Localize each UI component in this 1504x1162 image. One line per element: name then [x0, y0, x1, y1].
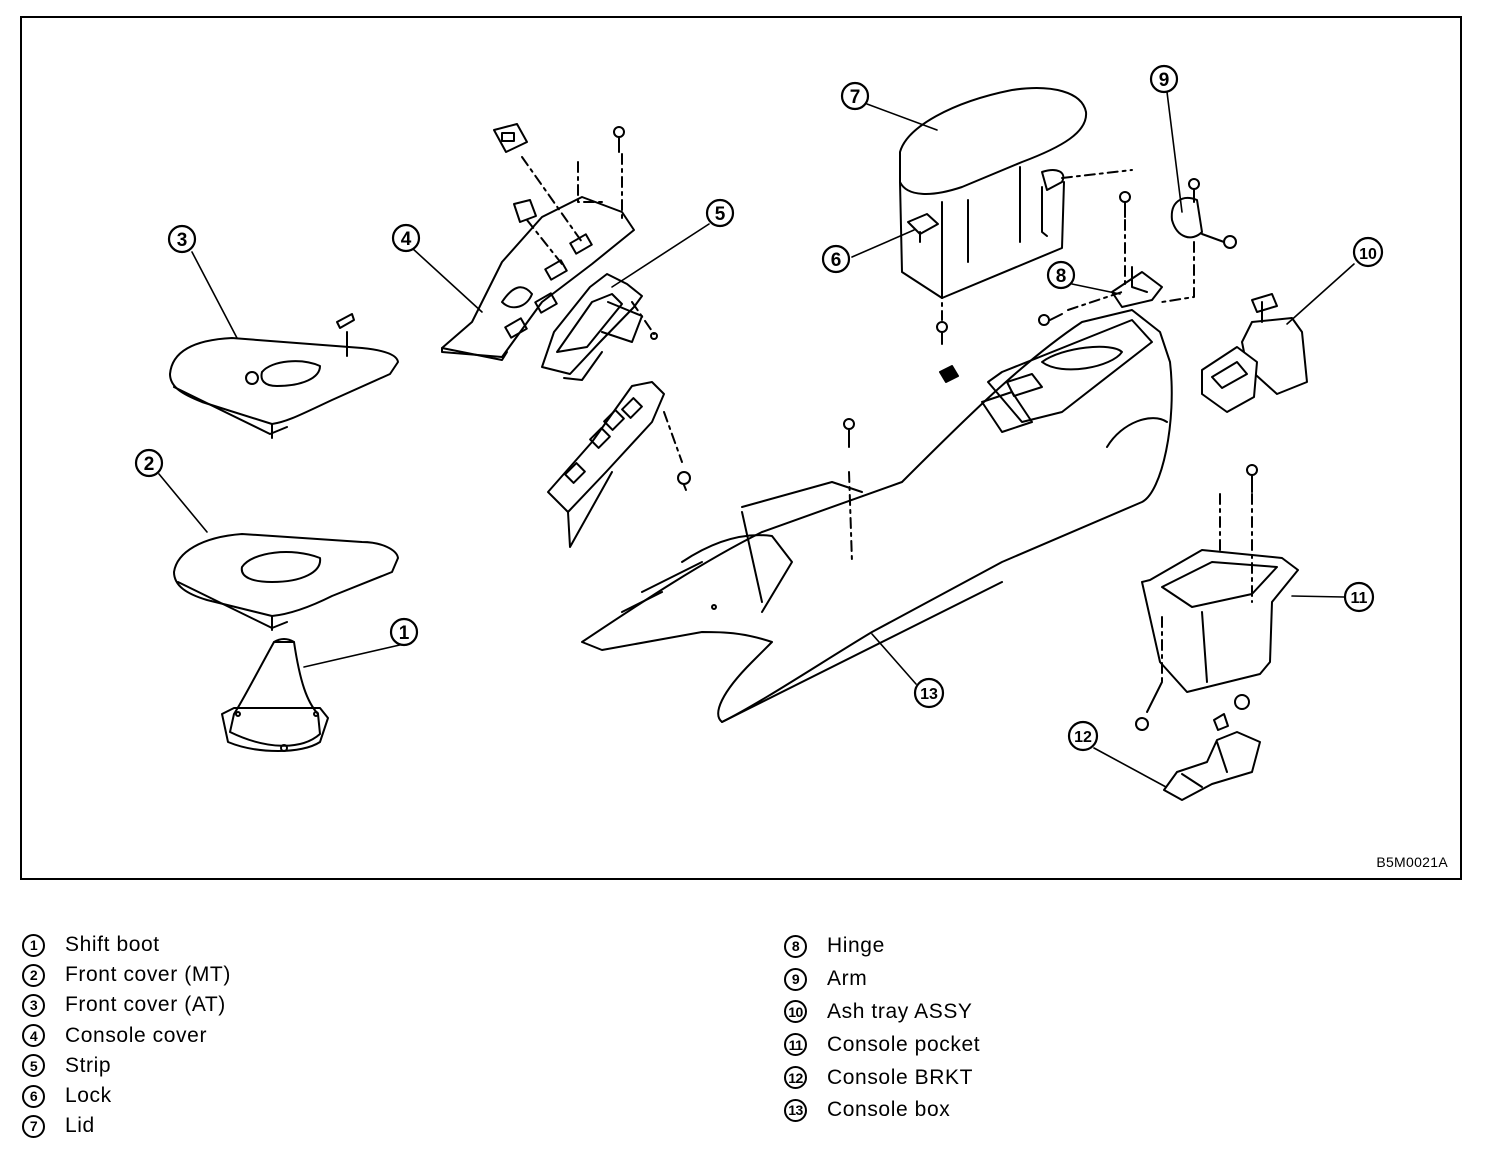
legend-label: Lid: [65, 1114, 95, 1138]
front-cover-at-part: [169, 313, 399, 439]
legend-number: 6: [22, 1084, 45, 1108]
legend-right: 8 Hinge 9 Arm 10 Ash tray ASSY 11 Console pocke…: [784, 930, 980, 1127]
legend-number: 13: [784, 1098, 807, 1122]
console-brkt-part: [1163, 694, 1261, 801]
callout-3: 3: [167, 224, 197, 254]
diagram-drawing: 1 2 3 4 5 6 7 8 9 10 11 12 13: [134, 64, 1384, 801]
callout-2: 2: [134, 448, 164, 478]
legend-number: 9: [784, 967, 807, 991]
console-pocket-part: [1135, 464, 1299, 731]
legend-item: 6 Lock: [22, 1081, 231, 1111]
callout-markers: 1 2 3 4 5 6 7 8 9 10 11 12 13: [134, 64, 1384, 752]
callout-9-label: 9: [1159, 70, 1170, 91]
callout-10: 10: [1352, 236, 1384, 268]
shift-boot-part: [221, 638, 329, 752]
legend-label: Strip: [65, 1053, 112, 1077]
legend-label: Console BRKT: [827, 1065, 974, 1089]
legend-item: 8 Hinge: [784, 930, 980, 963]
legend-item: 2 Front cover (MT): [22, 960, 231, 990]
console-box-part: [581, 309, 1173, 723]
legend-number: 3: [22, 993, 45, 1017]
legend-item: 11 Console pocket: [784, 1028, 980, 1061]
legend-left: 1 Shift boot 2 Front cover (MT) 3 Front cover…: [22, 930, 231, 1141]
callout-4: 4: [391, 223, 421, 253]
hinge-arm-part: [1038, 178, 1237, 326]
ash-tray-part: [1201, 293, 1308, 413]
callout-11-label: 11: [1351, 590, 1368, 607]
legend-label: Front cover (AT): [65, 993, 226, 1017]
callout-2-label: 2: [144, 454, 155, 475]
callout-8: 8: [1046, 260, 1076, 290]
callout-12-label: 12: [1074, 729, 1092, 746]
callout-5-label: 5: [715, 204, 726, 225]
legend-number: 12: [784, 1066, 807, 1090]
legend-item: 4 Console cover: [22, 1021, 231, 1051]
legend-item: 9 Arm: [784, 963, 980, 996]
legend-label: Console pocket: [827, 1032, 981, 1056]
callout-7-label: 7: [850, 87, 861, 108]
legend-label: Lock: [65, 1084, 112, 1108]
legend-label: Console box: [827, 1098, 951, 1122]
legend-label: Arm: [827, 967, 868, 991]
callout-11: 11: [1343, 581, 1375, 613]
legend-number: 2: [22, 963, 45, 987]
legend-number: 8: [784, 934, 807, 958]
lid-part: [899, 87, 1133, 299]
callout-6: 6: [821, 244, 851, 274]
legend-label: Ash tray ASSY: [827, 999, 973, 1023]
legend-item: 10 Ash tray ASSY: [784, 996, 980, 1029]
callout-1-label: 1: [399, 623, 410, 644]
strip-part: [541, 273, 658, 381]
lock-part: [907, 213, 959, 383]
front-cover-mt-part: [173, 533, 399, 631]
callout-6-label: 6: [831, 250, 842, 271]
callout-3-label: 3: [177, 230, 188, 251]
callout-8-label: 8: [1056, 266, 1067, 287]
legend-number: 1: [22, 933, 45, 957]
legend-item: 12 Console BRKT: [784, 1061, 980, 1094]
legend-label: Hinge: [827, 934, 885, 958]
callout-9: 9: [1149, 64, 1179, 94]
legend-number: 7: [22, 1114, 45, 1138]
legend-item: 1 Shift boot: [22, 930, 231, 960]
callout-7: 7: [840, 81, 870, 111]
console-cover-part: [441, 123, 635, 361]
callout-4-label: 4: [401, 229, 412, 250]
legend-label: Console cover: [65, 1023, 208, 1047]
figure-code: B5M0021A: [1376, 854, 1448, 870]
callout-13-label: 13: [920, 686, 938, 703]
leader-lines: [158, 91, 1355, 788]
legend-number: 11: [784, 1033, 807, 1057]
callout-13: 13: [913, 677, 945, 709]
callout-1: 1: [389, 617, 419, 647]
legend-item: 5 Strip: [22, 1051, 231, 1081]
legend-number: 5: [22, 1054, 45, 1078]
callout-12: 12: [1067, 720, 1099, 752]
legend-number: 4: [22, 1024, 45, 1048]
legend-label: Shift boot: [65, 933, 160, 957]
switch-panel-part: [547, 381, 691, 548]
callout-10-label: 10: [1359, 246, 1377, 263]
legend-label: Front cover (MT): [65, 963, 231, 987]
legend-number: 10: [784, 1000, 807, 1024]
legend-item: 7 Lid: [22, 1111, 231, 1141]
legend-item: 3 Front cover (AT): [22, 990, 231, 1020]
legend-item: 13 Console box: [784, 1094, 980, 1127]
callout-5: 5: [705, 198, 735, 228]
exploded-diagram: 1 2 3 4 5 6 7 8 9 10 11 12 13 B5M0021A: [20, 16, 1462, 880]
